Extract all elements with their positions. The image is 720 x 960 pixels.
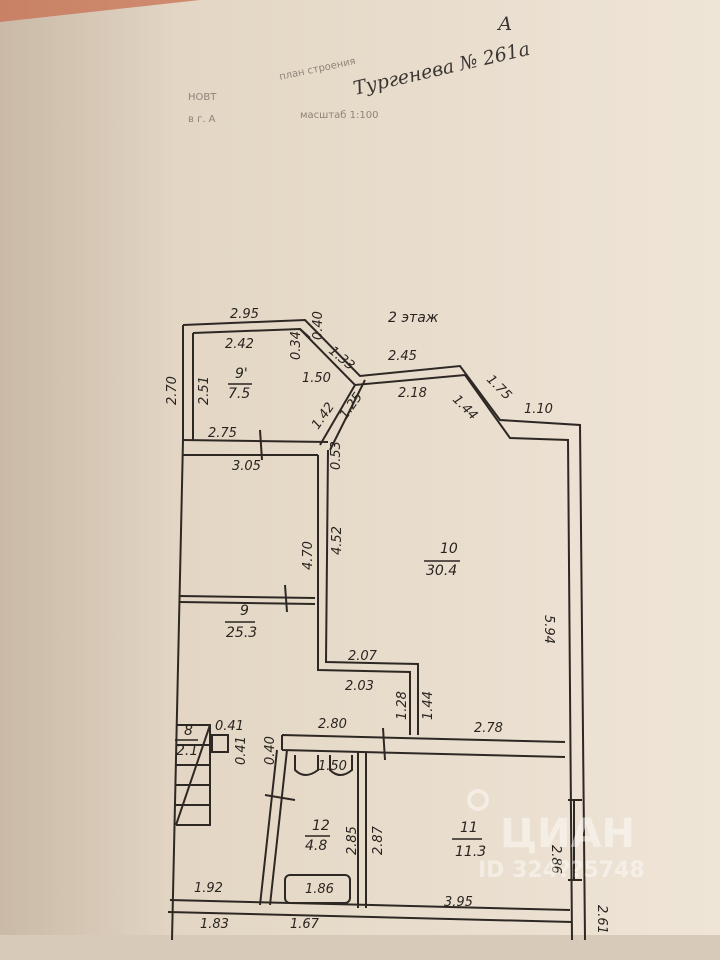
room-area: 25.3	[226, 625, 257, 641]
dimension-label: 2.07	[348, 649, 378, 664]
watermark-brand: ЦИАН	[500, 811, 635, 857]
dimension-label: 1.50	[318, 759, 347, 774]
room-number: 11	[460, 820, 478, 836]
dimension-label: 1.50	[302, 371, 331, 386]
room-number: 8	[184, 723, 193, 739]
room-labels: 9' 7.5 10 30.4 9 25.3 8 2.1 12 4.8 11 11.3	[175, 366, 486, 860]
room-area: 7.5	[228, 386, 250, 402]
location-pin-icon	[467, 789, 489, 811]
dimension-label: 0.34	[289, 331, 304, 360]
room-area: 30.4	[426, 563, 457, 579]
dimension-label: 4.70	[301, 541, 316, 570]
dimension-label: 2.61	[594, 905, 609, 934]
dimension-label: 1.83	[200, 917, 229, 932]
watermark-id: ID 324??5748	[478, 858, 645, 883]
dimension-label: 0.40	[311, 311, 326, 340]
dimension-label: 2.85	[345, 826, 360, 855]
dimension-label: 2.78	[474, 721, 503, 736]
handwritten-letter: А	[496, 13, 512, 35]
dimension-label: 0.41	[234, 736, 249, 765]
dimension-label: 1.86	[305, 882, 334, 897]
dimension-label: 1.28	[395, 691, 410, 720]
dimension-label: 4.52	[330, 526, 345, 555]
dimension-label: 2.75	[208, 426, 237, 441]
dimension-label: 1.92	[194, 881, 223, 896]
stamp-line2: в г. А	[188, 114, 216, 125]
dimension-label: 2.87	[371, 825, 386, 855]
room-area: 11.3	[455, 844, 486, 860]
dimension-label: 2.86	[548, 845, 563, 874]
room-number: 12	[312, 818, 330, 834]
dimension-label: 2.95	[230, 307, 259, 322]
dimension-label: 5.94	[541, 615, 556, 644]
room-area: 4.8	[305, 838, 327, 854]
dimension-label: 3.05	[232, 459, 261, 474]
dimension-label: 2.51	[197, 376, 212, 405]
dimension-label: 0.53	[329, 441, 344, 470]
dimension-label: 1.44	[421, 691, 436, 720]
dimension-label: 2.42	[225, 337, 254, 352]
stamp-scale: масштаб 1:100	[300, 110, 378, 121]
dimension-label: 0.41	[215, 719, 244, 734]
room-area: 2.1	[176, 743, 198, 759]
stamp-line1: НОВТ	[188, 92, 217, 103]
dimension-label: 2.80	[318, 717, 347, 732]
dimension-label: 1.10	[524, 402, 553, 417]
dimension-label: 2.03	[345, 679, 374, 694]
watermark: ЦИАН ID 324??5748	[467, 789, 645, 883]
walls	[167, 318, 586, 941]
page-fold	[0, 935, 720, 960]
room-number: 10	[440, 541, 458, 557]
dimension-label: 0.40	[263, 736, 278, 765]
dimension-label: 1.67	[290, 917, 320, 932]
floor-title: 2 этаж	[388, 310, 439, 326]
table-edge	[0, 0, 200, 22]
room-number: 9'	[235, 366, 248, 382]
dimension-label: 3.95	[444, 895, 473, 910]
dimension-label: 2.45	[388, 349, 417, 364]
room-number: 9	[240, 603, 249, 619]
dimension-label: 2.18	[398, 386, 427, 401]
dimension-label: 2.70	[165, 376, 180, 405]
